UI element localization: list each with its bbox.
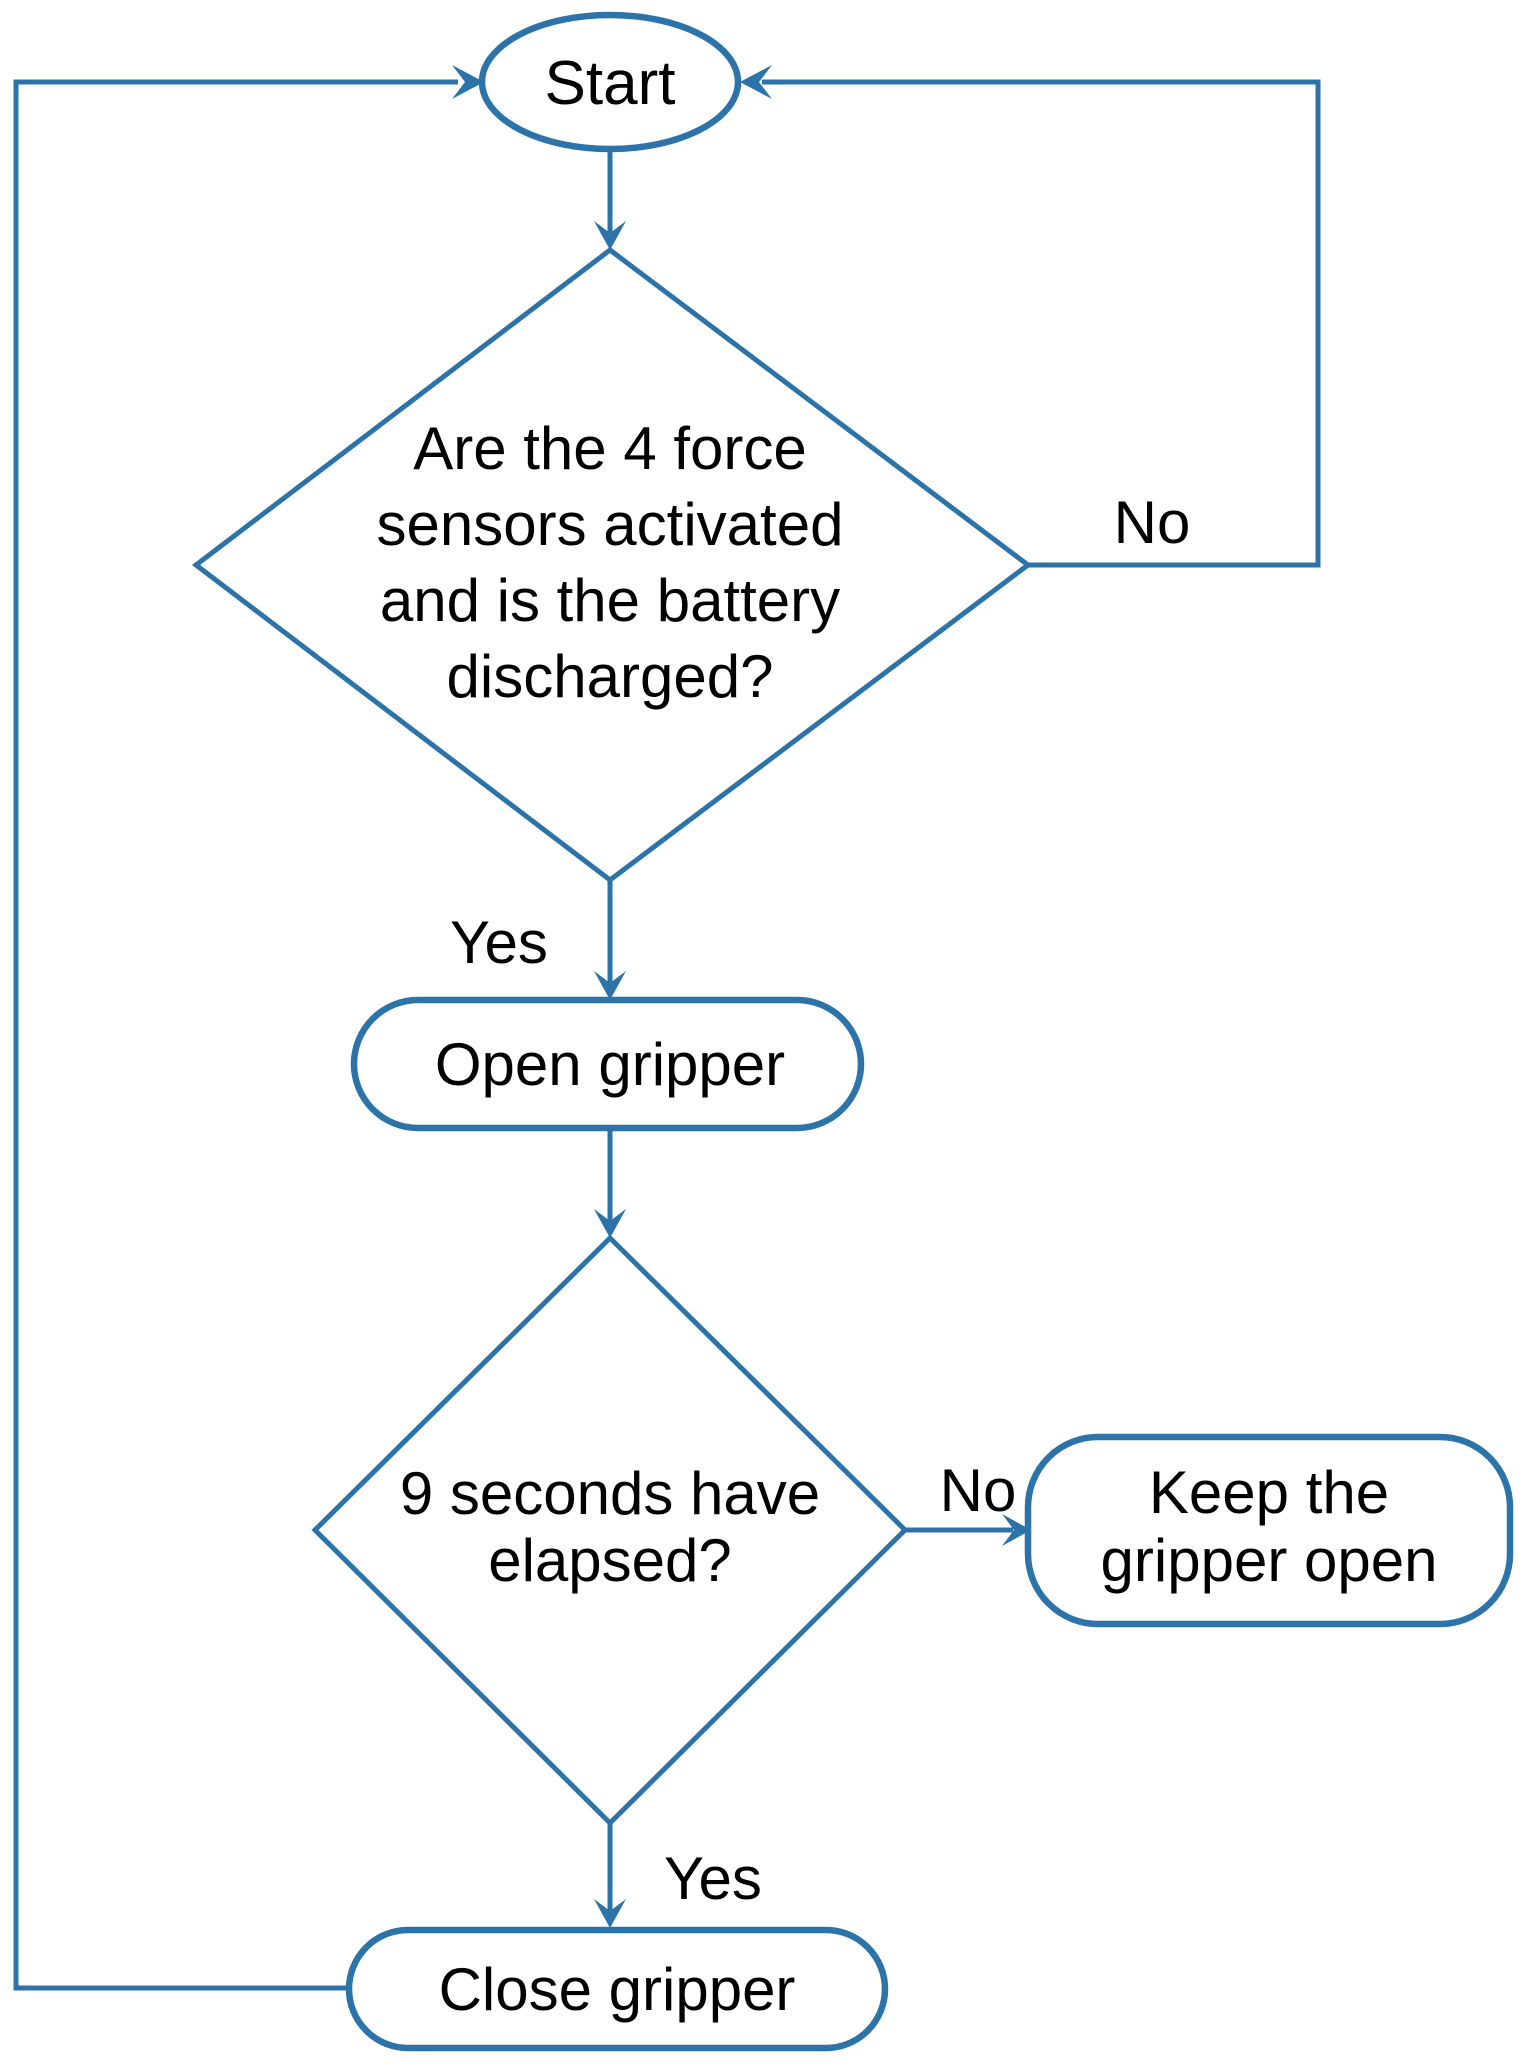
arrowhead-into-timer-decision [594, 1209, 626, 1238]
node-close-gripper-label: Close gripper [439, 1956, 796, 2023]
decision-sensors-line2: sensors activated [377, 491, 844, 558]
decision-sensors-line4: discharged? [447, 643, 774, 710]
arrowhead-into-sensors-decision [594, 221, 626, 250]
label-sensors-no: No [1114, 489, 1191, 556]
arrowhead-into-keep-open [1002, 1514, 1031, 1546]
decision-sensors-line1: Are the 4 force [413, 415, 807, 482]
node-close-gripper [345, 1926, 889, 2052]
decision-timer-line2: elapsed? [488, 1527, 732, 1594]
node-keep-gripper-open [1024, 1433, 1514, 1628]
node-open-gripper [350, 996, 865, 1132]
arrowhead-into-open-gripper [594, 971, 626, 1000]
arrowhead-into-start-left [452, 65, 484, 99]
keep-gripper-open-line1: Keep the [1149, 1459, 1389, 1526]
node-decision-timer [311, 1234, 909, 1827]
keep-gripper-open-line2: gripper open [1101, 1527, 1438, 1594]
arrowhead-into-start-right [740, 65, 772, 99]
node-decision-sensors [191, 246, 1033, 884]
label-timer-no: No [940, 1457, 1017, 1524]
label-timer-yes: Yes [664, 1845, 762, 1912]
node-open-gripper-label: Open gripper [435, 1031, 785, 1098]
label-sensors-yes: Yes [450, 909, 548, 976]
node-start-label: Start [545, 49, 676, 118]
edge-close-to-start-loop [13, 79, 458, 1991]
arrowhead-into-close-gripper [594, 1899, 626, 1928]
node-start [478, 11, 742, 153]
decision-sensors-line3: and is the battery [380, 567, 840, 634]
edge-sensors-no-loop [762, 79, 1321, 568]
decision-timer-line1: 9 seconds have [400, 1460, 820, 1527]
